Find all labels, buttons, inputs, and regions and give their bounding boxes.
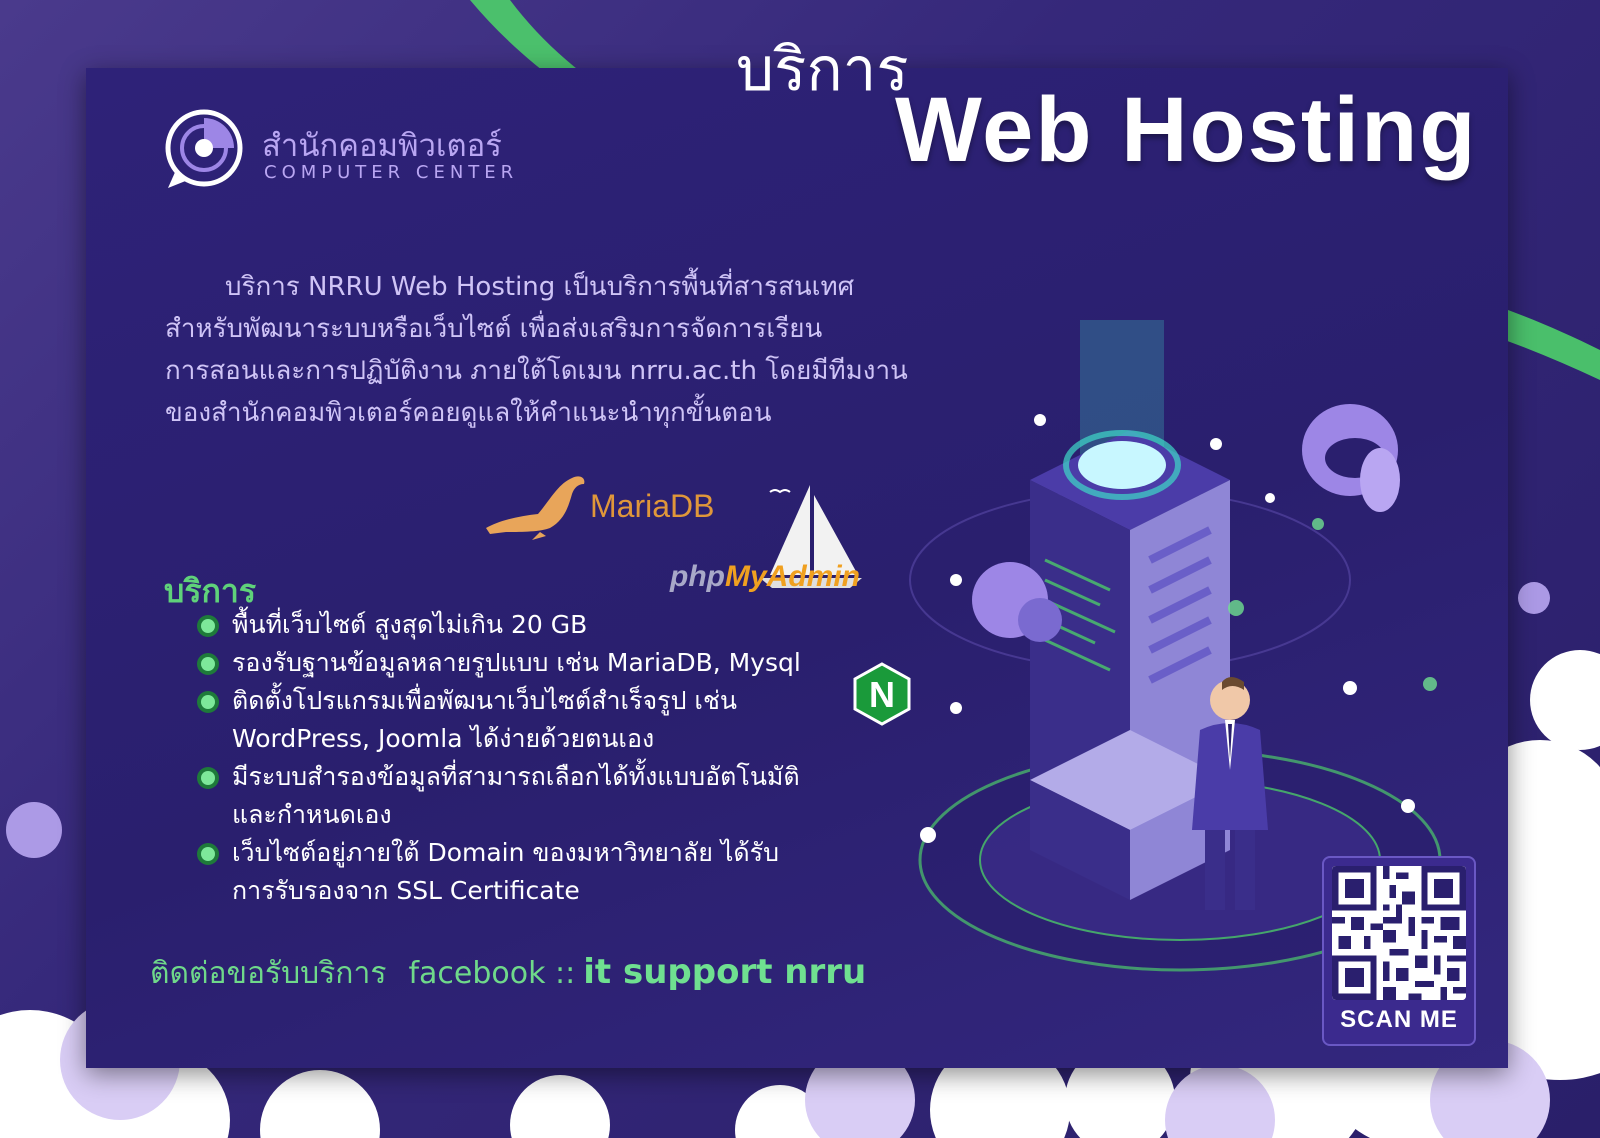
intro-line: ของสำนักคอมพิวเตอร์คอยดูแลให้คำแนะนำทุกข… — [165, 398, 772, 428]
service-text: พื้นที่เว็บไซต์ สูงสุดไม่เกิน 20 GB — [232, 610, 588, 639]
nginx-letter: N — [869, 674, 895, 715]
nginx-icon: N — [853, 662, 911, 726]
intro-line: บริการ NRRU Web Hosting เป็นบริการพื้นที… — [225, 272, 855, 302]
phpmyadmin-php: php — [670, 560, 725, 593]
tech-logos: MariaDB phpMyAdmin N — [480, 470, 920, 730]
contact-line: ติดต่อขอรับบริการ facebook ::it support n… — [150, 950, 866, 997]
service-text: เว็บไซต์อยู่ภายใต้ Domain ของมหาวิทยาลัย… — [232, 838, 779, 867]
intro-paragraph: บริการ NRRU Web Hosting เป็นบริการพื้นที… — [165, 266, 965, 434]
contact-label: ติดต่อขอรับบริการ — [150, 956, 387, 991]
service-item: ติดตั้งโปรแกรมเพื่อพัฒนาเว็บไซต์สำเร็จรู… — [196, 682, 896, 758]
mariadb-seal-icon — [486, 476, 585, 540]
chat-target-icon — [165, 109, 243, 188]
phpmyadmin-sailboat-icon — [760, 485, 862, 588]
service-text: รองรับฐานข้อมูลหลายรูปแบบ เช่น MariaDB, … — [232, 648, 801, 677]
computer-center-logo: สำนักคอมพิวเตอร์ COMPUTER CENTER — [162, 108, 582, 192]
scan-me-label: SCAN ME — [1340, 1006, 1458, 1033]
bullet-dot-icon — [197, 843, 219, 865]
contact-channel: facebook :: — [408, 956, 576, 991]
service-text: การรับรองจาก SSL Certificate — [232, 876, 580, 905]
qr-code-icon — [1332, 866, 1466, 1000]
bullet-dot-icon — [197, 767, 219, 789]
bullet-dot-icon — [197, 615, 219, 637]
title-thai: บริการ — [736, 35, 909, 105]
service-text: ติดตั้งโปรแกรมเพื่อพัฒนาเว็บไซต์สำเร็จรู… — [232, 686, 738, 715]
service-text: WordPress, Joomla ได้ง่ายด้วยตนเอง — [232, 724, 655, 753]
services-list: พื้นที่เว็บไซต์ สูงสุดไม่เกิน 20 GB รองร… — [196, 606, 896, 910]
service-text: มีระบบสำรองข้อมูลที่สามารถเลือกได้ทั้งแบ… — [232, 762, 800, 791]
bullet-dot-icon — [197, 653, 219, 675]
service-item: เว็บไซต์อยู่ภายใต้ Domain ของมหาวิทยาลัย… — [196, 834, 896, 910]
logo-thai-text: สำนักคอมพิวเตอร์ — [262, 128, 502, 164]
bullet-dot-icon — [197, 691, 219, 713]
contact-facebook-name[interactable]: it support nrru — [583, 952, 867, 992]
logo-english-text: COMPUTER CENTER — [264, 162, 519, 183]
intro-line: การสอนและการปฏิบัติงาน ภายใต้โดเมน nrru.… — [165, 356, 908, 386]
title-web-hosting: Web Hosting — [895, 79, 1478, 181]
services-heading: บริการ — [164, 572, 257, 610]
service-item: มีระบบสำรองข้อมูลที่สามารถเลือกได้ทั้งแบ… — [196, 758, 896, 834]
mariadb-label: MariaDB — [590, 488, 715, 524]
phpmyadmin-label: phpMyAdmin — [670, 560, 860, 594]
service-text: และกำหนดเอง — [232, 800, 392, 829]
intro-line: สำหรับพัฒนาระบบหรือเว็บไซต์ เพื่อส่งเสริ… — [165, 314, 823, 344]
qr-code-card[interactable]: SCAN ME — [1322, 856, 1476, 1046]
service-item: พื้นที่เว็บไซต์ สูงสุดไม่เกิน 20 GB — [196, 606, 896, 644]
phpmyadmin-myadmin: MyAdmin — [724, 560, 860, 593]
service-item: รองรับฐานข้อมูลหลายรูปแบบ เช่น MariaDB, … — [196, 644, 896, 682]
